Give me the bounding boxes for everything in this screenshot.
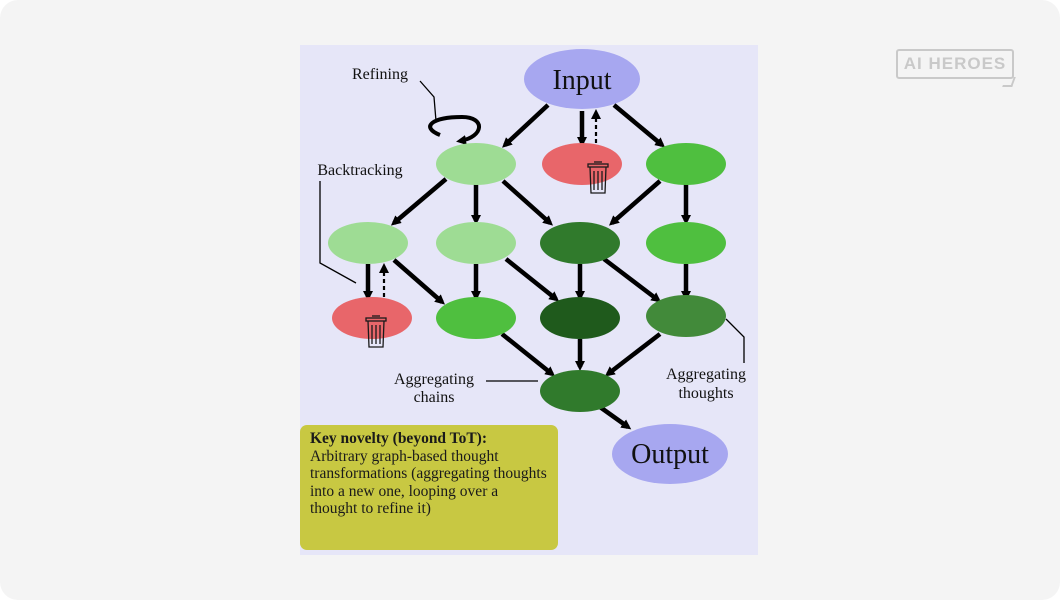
arrow-k-to-output [598, 405, 632, 430]
leader-refining [419, 80, 437, 122]
diagram-svg: Input Output Refining Backtracking Aggre… [317, 49, 746, 484]
arrow-a-to-d [390, 177, 448, 226]
input-node [524, 49, 640, 109]
aggregating-chains-label-line1: Aggregating [394, 371, 474, 388]
arrow-input-to-a [502, 103, 550, 148]
aggregated-node [540, 370, 620, 412]
trash-icon [365, 315, 387, 348]
arrow-input-to-c [612, 103, 666, 148]
ai-heroes-logo: AI HEROES [896, 49, 1014, 79]
arrow-j-to-k [604, 332, 662, 377]
refining-label: Refining [352, 66, 408, 83]
input-label: Input [552, 65, 611, 96]
leader-lines [319, 80, 745, 382]
backtracking-label: Backtracking [317, 162, 402, 179]
output-node [612, 424, 728, 484]
aggregating-chains-label-line2: chains [414, 389, 455, 406]
thought-node-d [328, 222, 408, 264]
thought-node-g [646, 222, 726, 264]
arrow-a-to-f [501, 179, 553, 226]
key-novelty-box: Key novelty (beyond ToT): Arbitrary grap… [300, 425, 558, 550]
thought-node-c [646, 143, 726, 185]
thought-node-j [646, 295, 726, 337]
thought-node-h [436, 297, 516, 339]
arrow-d-to-h [392, 258, 446, 305]
aggregating-thoughts-label-line1: Aggregating [666, 366, 746, 383]
aggregating-thoughts-label-line2: thoughts [678, 385, 733, 402]
thought-node-f [540, 222, 620, 264]
arrow-f-to-j [602, 257, 662, 303]
discarded-node-top [542, 143, 622, 185]
output-label: Output [631, 439, 709, 470]
backtrack-arrows [379, 109, 601, 297]
thought-node-i [540, 297, 620, 339]
refining-loop [428, 114, 481, 145]
arrow-h-to-k [500, 332, 556, 377]
key-novelty-title: Key novelty (beyond ToT): [310, 430, 487, 447]
arrow-e-to-i [504, 257, 560, 302]
leader-backtracking [319, 181, 357, 284]
thought-node-a [436, 143, 516, 185]
leader-aggregating-thoughts [725, 318, 745, 363]
thought-node-e [436, 222, 516, 264]
arrows [363, 103, 691, 430]
trash-icon [587, 161, 609, 194]
key-novelty-body: Arbitrary graph-based thought transforma… [310, 447, 547, 518]
arrow-c-to-f [608, 179, 662, 226]
